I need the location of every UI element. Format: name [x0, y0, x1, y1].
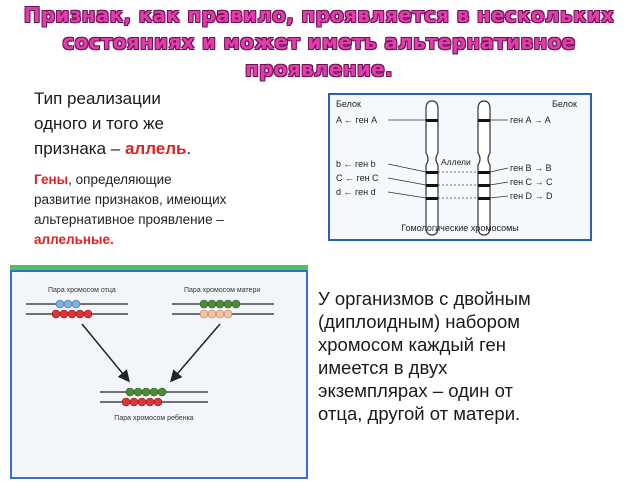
body-line: экземплярах – один от [318, 380, 513, 401]
inheritance-diagram: Пара хромосом отца Пара хромосом матери [10, 270, 308, 479]
protein-label-left: Белок [336, 99, 361, 109]
gene-pointer-lines [387, 119, 509, 199]
definition-prefix: признака – [34, 139, 125, 158]
genes-term: Гены [34, 172, 69, 187]
allele-connectors [438, 171, 478, 199]
genes-line-2: развитие признаков, имеющих [34, 192, 227, 207]
father-genes-blue [55, 299, 81, 309]
definition-line-3: признака – аллель. [34, 136, 294, 161]
chromosome-left [425, 100, 439, 236]
left-gene-label: d ← ген d [336, 187, 376, 197]
body-line: отца, другой от матери. [318, 403, 521, 424]
diploid-explanation: У организмов с двойным (диплоидным) набо… [318, 287, 630, 425]
homologous-chromosomes-svg: Белок Белок Аллели A ← ген A b ← ген b C… [336, 99, 577, 236]
title-line-3: проявление. [245, 57, 393, 81]
inheritance-svg: Пара хромосом отца Пара хромосом матери [26, 287, 274, 422]
child-genes-green [125, 387, 167, 397]
mother-pair-label: Пара хромосом матери [184, 287, 260, 294]
left-gene-label: C ← ген C [336, 173, 379, 183]
child-genes-red [121, 397, 163, 407]
allele-term: аллель [124, 139, 187, 158]
allelic-term: аллельные. [34, 232, 114, 247]
inheritance-arrows [81, 323, 221, 383]
left-gene-label: b ← ген b [336, 159, 376, 169]
slide-title: Признак, как правило, проявляется в неск… [0, 2, 638, 83]
body-line: (диплоидным) набором [318, 311, 520, 332]
mother-genes-peach [199, 309, 233, 319]
genes-rest: , определяющие [68, 172, 172, 187]
genes-line-3: альтернативное проявление – [34, 212, 224, 227]
genes-line-1: Гены, определяющие [34, 170, 294, 190]
alleles-label: Аллели [441, 157, 471, 167]
father-pair-label: Пара хромосом отца [48, 287, 116, 294]
title-line-2: состояниях и может иметь альтернативное [62, 30, 576, 54]
left-gene-label: A ← ген A [336, 115, 377, 125]
definition-line-1: Тип реализации [34, 89, 161, 108]
right-gene-label: ген C → C [510, 177, 553, 187]
body-line: имеется в двух [318, 357, 448, 378]
definition-suffix: . [186, 139, 192, 158]
chromosome-bands [426, 119, 490, 200]
homologous-caption: Гомологические хромосомы [401, 223, 519, 233]
father-genes-red [51, 309, 93, 319]
allelic-genes-note: Гены, определяющие развитие признаков, и… [34, 170, 294, 250]
child-pair-label: Пара хромосом ребенка [114, 414, 193, 422]
homologous-chromosomes-diagram: Белок Белок Аллели A ← ген A b ← ген b C… [328, 93, 592, 241]
right-gene-label: ген A → A [510, 115, 551, 125]
allele-definition: Тип реализации одного и того же признака… [34, 86, 294, 161]
body-line: хромосом каждый ген [318, 334, 507, 355]
chromosome-right [477, 100, 491, 236]
right-gene-label: ген D → D [510, 191, 553, 201]
body-line: У организмов с двойным [318, 288, 531, 309]
definition-line-2: одного и того же [34, 114, 164, 133]
protein-label-right: Белок [552, 99, 577, 109]
title-line-1: Признак, как правило, проявляется в неск… [23, 3, 615, 27]
accent-bar [10, 265, 308, 271]
mother-genes-green [199, 299, 241, 309]
right-gene-label: ген B → B [510, 163, 552, 173]
